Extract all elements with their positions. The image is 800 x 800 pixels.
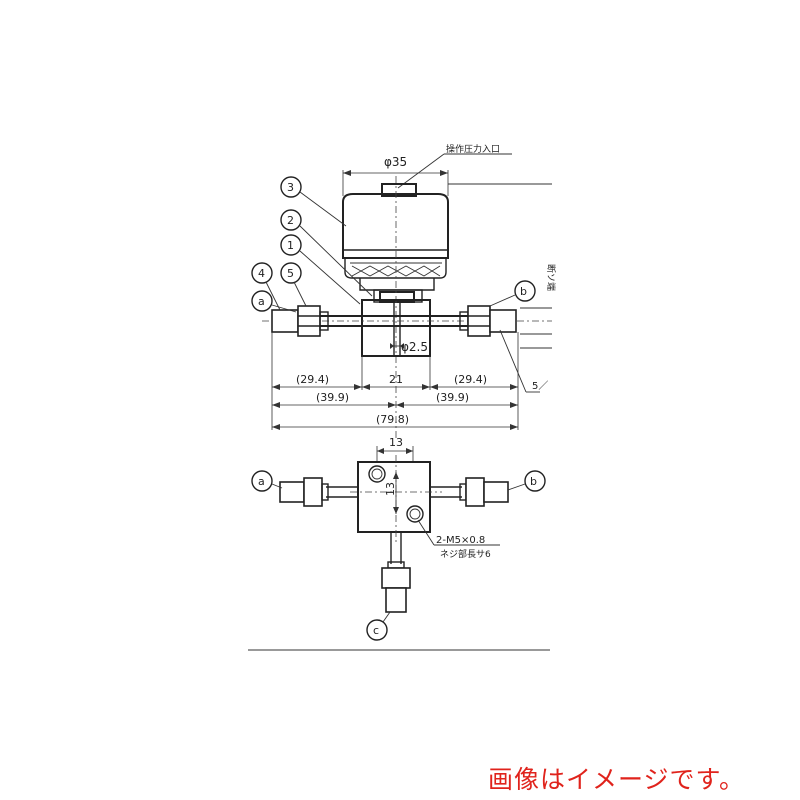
side-text-2: 断ソ端 (545, 264, 557, 291)
svg-text:1: 1 (287, 239, 294, 252)
actuator-body (342, 183, 449, 303)
svg-text:b: b (520, 285, 527, 298)
callout-4: 4 (251, 262, 281, 311)
bore-label: φ2.5 (401, 340, 428, 354)
port-a-callout: a (251, 290, 297, 313)
bottom-left-pipe (279, 477, 358, 507)
dimension-row-3: (79.8) (272, 413, 518, 430)
svg-text:(29.4): (29.4) (296, 373, 329, 386)
bottom-port-a: a (251, 470, 283, 492)
right-side-lines (448, 183, 552, 393)
side-text-1: 5／ (532, 380, 548, 392)
pressure-inlet-label: 操作圧力入口 (446, 143, 500, 155)
thread-callout: 2-M5×0.8 ネジ部長サ6 (417, 519, 500, 560)
svg-text:b: b (530, 475, 537, 488)
svg-text:4: 4 (258, 267, 265, 280)
bottom-view: 13 13 (251, 436, 546, 641)
left-fitting (271, 305, 329, 337)
callout-5: 5 (280, 262, 307, 307)
svg-text:5: 5 (287, 267, 294, 280)
bottom-right-pipe (430, 477, 509, 507)
bottom-port-c: c (366, 611, 391, 641)
valve-block (361, 299, 431, 357)
dimension-row-1: (29.4) 21 (29.4) (272, 373, 518, 390)
thread-label: 2-M5×0.8 (436, 535, 485, 546)
threaded-hole-2 (406, 505, 424, 523)
svg-text:a: a (258, 475, 265, 488)
svg-text:2: 2 (287, 214, 294, 227)
callout-3: 3 (280, 176, 347, 227)
dimension-extensions (271, 332, 519, 430)
svg-text:3: 3 (287, 181, 294, 194)
svg-text:(29.4): (29.4) (454, 373, 487, 386)
front-view: φ35 操作圧力入口 (251, 143, 557, 440)
image-notice-caption: 画像はイメージです。 (488, 765, 746, 794)
diameter-dimension: φ35 (342, 155, 449, 196)
right-fitting (459, 305, 517, 337)
svg-text:(79.8): (79.8) (376, 413, 409, 426)
bottom-port-b: b (507, 470, 546, 492)
diameter-label: φ35 (384, 155, 407, 169)
thread-depth-label: ネジ部長サ6 (440, 548, 491, 560)
pressure-inlet-callout: 操作圧力入口 (397, 143, 512, 189)
width-dimension: 13 (376, 436, 414, 462)
threaded-hole-1 (368, 465, 386, 483)
svg-text:13: 13 (389, 436, 403, 449)
callout-2: 2 (280, 209, 373, 297)
height-dimension: 13 (384, 472, 399, 514)
bottom-down-pipe (381, 532, 411, 613)
callout-1: 1 (280, 234, 361, 305)
port-b-callout: b (489, 280, 536, 307)
svg-text:(39.9): (39.9) (436, 391, 469, 404)
svg-text:c: c (373, 624, 379, 637)
svg-text:13: 13 (384, 482, 397, 496)
dimension-row-2: (39.9) (39.9) (272, 391, 518, 408)
svg-text:a: a (258, 295, 265, 308)
bore-dimension: φ2.5 (390, 340, 428, 354)
svg-text:21: 21 (389, 373, 403, 386)
svg-text:(39.9): (39.9) (316, 391, 349, 404)
